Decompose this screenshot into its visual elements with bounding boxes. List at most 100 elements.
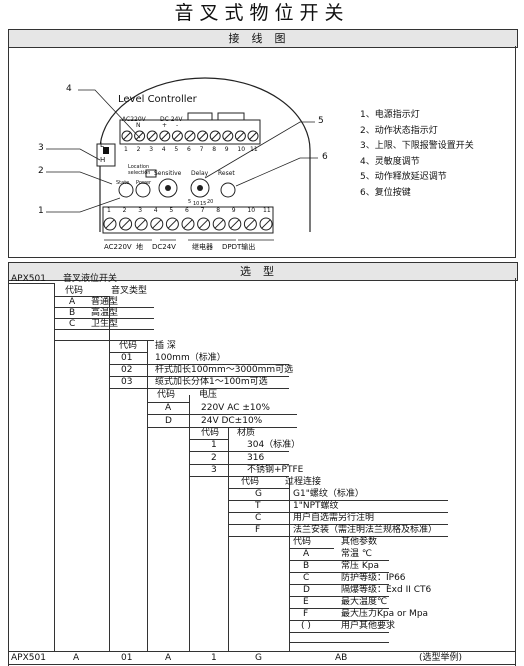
option-code: D	[165, 416, 172, 426]
option-code: A	[165, 403, 172, 413]
l-label: L	[100, 141, 104, 149]
terminal-number: 6	[185, 207, 189, 214]
option-desc: 防护等级：IP66	[341, 573, 406, 583]
callout-5: 5	[318, 116, 324, 126]
option-code: D	[303, 585, 310, 595]
option-desc: 普通型	[91, 297, 119, 307]
group-title: 电压	[199, 390, 218, 400]
controller-outline	[99, 77, 311, 232]
terminal-slot	[105, 219, 115, 229]
terminal-number: 8	[216, 207, 221, 214]
top-label-n: N	[136, 122, 141, 129]
terminal-slot	[230, 219, 240, 229]
dial-number: 20	[207, 199, 214, 205]
callout-line-6	[235, 157, 318, 187]
wiring-diagram-panel	[8, 46, 516, 258]
option-code: 03	[121, 377, 133, 387]
callout-line-1	[46, 197, 121, 213]
callout-line-3	[46, 148, 101, 161]
legend-item: 5、动作释放延迟调节	[360, 172, 447, 182]
option-code: C	[69, 319, 76, 329]
code-header: 代码	[65, 286, 84, 296]
terminal-slot	[186, 132, 194, 140]
example-model: APX501	[11, 653, 46, 663]
model-code: APX501	[11, 274, 46, 284]
example-depth: 01	[121, 653, 133, 663]
tree-line	[228, 427, 229, 651]
terminal-slot	[160, 132, 169, 140]
terminal-slot	[123, 132, 131, 140]
option-desc: 高温型	[91, 308, 119, 318]
tree-line	[289, 478, 290, 651]
state-label: State	[116, 180, 130, 186]
option-code: A	[69, 297, 76, 307]
example-label: (选型举例)	[419, 653, 463, 663]
option-desc: 100mm（标准）	[155, 353, 226, 363]
option-code: 2	[211, 453, 217, 463]
callout-line-2	[46, 171, 113, 185]
terminal-number: 7	[199, 146, 204, 153]
top-label-plus: +	[162, 122, 168, 129]
terminal-slot	[249, 132, 257, 140]
callout-line-4	[78, 89, 141, 139]
terminal-slot	[199, 219, 209, 229]
terminal-number: 11	[263, 207, 271, 214]
terminal-number: 10	[247, 207, 256, 214]
legend-item: 3、上限、下限报警设置开关	[360, 141, 474, 151]
option-code: B	[303, 561, 310, 571]
top-terminals	[121, 130, 259, 142]
option-code: F	[303, 609, 309, 619]
top-label-dc24v: DC 24V	[160, 116, 183, 123]
callout-1: 1	[38, 206, 44, 216]
option-desc: 220V AC ±10%	[201, 403, 270, 413]
sensitive-label: Sensitive	[154, 170, 182, 177]
terminal-number: 9	[224, 146, 229, 153]
selection-section-header: 选型	[8, 262, 518, 281]
option-desc: 304（标准）	[247, 440, 301, 450]
group-title: 过程连接	[285, 477, 322, 487]
legend-item: 6、复位按键	[360, 187, 411, 198]
terminal-slot	[167, 219, 177, 229]
page-title: 音叉式物位开关	[174, 2, 350, 24]
option-desc: 缆式加长分体1～100m可选	[155, 377, 268, 387]
option-desc: 法兰安装（需注明法兰规格及标准）	[293, 525, 438, 535]
terminal-number: 1	[124, 146, 128, 153]
option-desc: 不锈钢+PTFE	[247, 465, 304, 475]
group-title: 其他参数	[341, 537, 378, 547]
example-type: A	[73, 653, 80, 663]
terminal-slot	[214, 219, 224, 229]
reset-button-graphic	[220, 182, 236, 198]
legend-item: 2、动作状态指示灯	[360, 125, 438, 136]
option-desc: 卫生型	[91, 319, 119, 329]
callout-2: 2	[38, 166, 44, 176]
option-code: 3	[211, 465, 217, 475]
terminal-number: 3	[138, 207, 143, 214]
delay-label: Delay	[191, 170, 209, 177]
option-code: C	[303, 573, 310, 583]
terminal-slot	[148, 132, 157, 140]
reset-label: Reset	[218, 170, 235, 177]
tree-line	[189, 395, 190, 651]
terminal-slot	[261, 219, 271, 229]
option-desc: 常压 Kpa	[341, 561, 379, 571]
option-code: C	[255, 513, 262, 523]
option-desc: 最大温度℃	[341, 597, 388, 607]
tree-line	[109, 296, 110, 651]
wiring-legend: 1、电源指示灯 2、动作状态指示灯 3、上限、下限报警设置开关 4、灵敏度调节 …	[360, 108, 474, 201]
tree-line	[147, 340, 148, 651]
example-other: AB	[335, 653, 348, 663]
terminal-number: 7	[200, 207, 205, 214]
terminal-number: 9	[231, 207, 236, 214]
legend-item: 1、电源指示灯	[360, 110, 420, 120]
option-code: T	[255, 501, 261, 511]
terminal-slot	[136, 219, 146, 229]
top-label-minus: -	[176, 122, 179, 129]
terminal-number: 4	[161, 146, 166, 153]
callout-3: 3	[38, 143, 44, 153]
code-header: 代码	[241, 477, 260, 487]
option-desc: 用户自选需另行注明	[293, 513, 375, 523]
bottom-label-dpdt: DPDT输出	[222, 243, 256, 251]
option-desc: 杆式加长100mm～3000mm可选	[155, 365, 294, 375]
panel-label: Level Controller	[118, 94, 197, 105]
terminal-number: 11	[250, 146, 258, 153]
